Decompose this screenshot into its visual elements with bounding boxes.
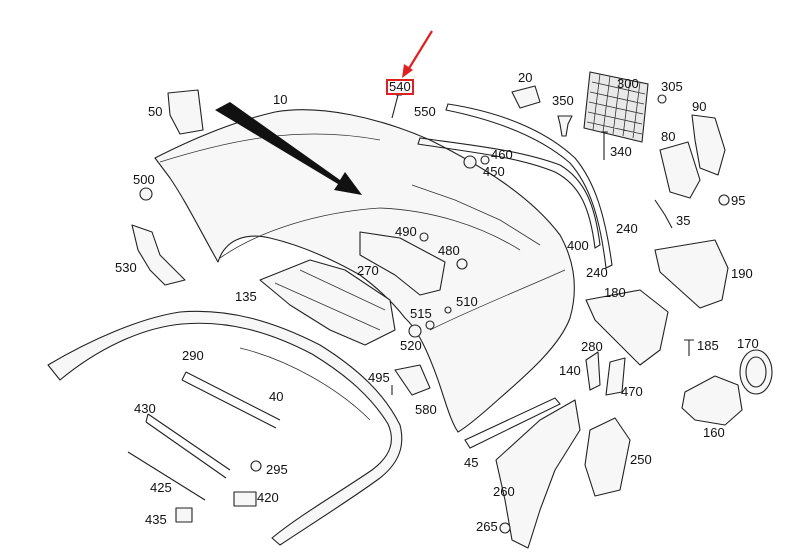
part-label-530: 530 [115,260,137,275]
part-label-190: 190 [731,266,753,281]
part-label-95: 95 [731,193,746,208]
part-label-520: 520 [400,338,422,353]
part-label-260: 260 [493,484,515,499]
part-label-350: 350 [552,93,574,108]
part-label-400: 400 [567,238,589,253]
part-label-185: 185 [697,338,719,353]
part-label-495: 495 [368,370,390,385]
part-label-340: 340 [610,144,632,159]
part-label-140: 140 [559,363,581,378]
part-label-430: 430 [134,401,156,416]
red-pointer-arrow [407,30,433,71]
part-label-540-highlighted: 540 [386,79,414,95]
part-label-305: 305 [661,79,683,94]
part-label-580: 580 [415,402,437,417]
part-label-170: 170 [737,336,759,351]
part-label-460: 460 [491,147,513,162]
part-label-40: 40 [269,389,284,404]
part-label-290: 290 [182,348,204,363]
part-label-435: 435 [145,512,167,527]
part-label-300: 300 [617,76,639,91]
part-label-280: 280 [581,339,603,354]
bumper-cover-shape [154,109,575,433]
part-label-450: 450 [483,164,505,179]
part-label-240-upper: 240 [616,221,638,236]
part-label-135: 135 [235,289,257,304]
part-label-250: 250 [630,452,652,467]
part-label-160: 160 [703,425,725,440]
part-label-90: 90 [692,99,707,114]
part-label-295: 295 [266,462,288,477]
part-label-45: 45 [464,455,479,470]
lower-cover-shape [47,310,403,546]
part-label-470: 470 [621,384,643,399]
part-label-550: 550 [414,104,436,119]
part-label-510: 510 [456,294,478,309]
part-label-500: 500 [133,172,155,187]
part-label-425: 425 [150,480,172,495]
part-label-20: 20 [518,70,533,85]
part-label-240-lower: 240 [586,265,608,280]
part-label-80: 80 [661,129,676,144]
bumper-indicator-arrow [215,102,362,195]
part-label-180: 180 [604,285,626,300]
part-label-490: 490 [395,224,417,239]
part-label-265: 265 [476,519,498,534]
grille-plate-shape [583,71,649,143]
part-label-270: 270 [357,263,379,278]
part-label-515: 515 [410,306,432,321]
part-label-35: 35 [676,213,691,228]
part-label-480: 480 [438,243,460,258]
part-label-420: 420 [257,490,279,505]
pin-540-shape [391,94,402,119]
trim-strip-shape [445,103,613,269]
part-label-50: 50 [148,104,163,119]
part-label-10: 10 [273,92,288,107]
